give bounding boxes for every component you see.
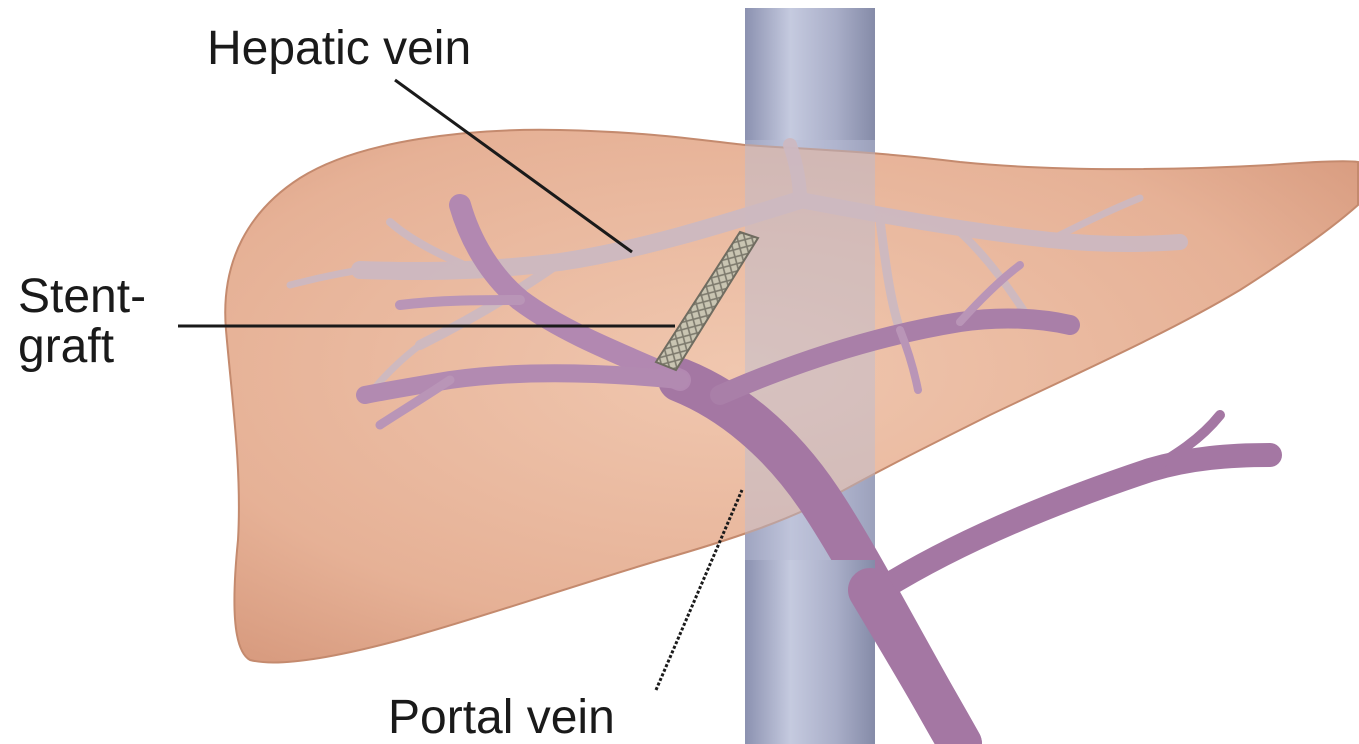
stent-graft-label-line1: Stent- [18,270,146,323]
hepatic-vein-label: Hepatic vein [207,22,471,75]
portal-vein-label: Portal vein [388,691,615,744]
stent-graft-label-line2: graft [18,320,114,373]
portal-vein-trunk [870,590,960,744]
